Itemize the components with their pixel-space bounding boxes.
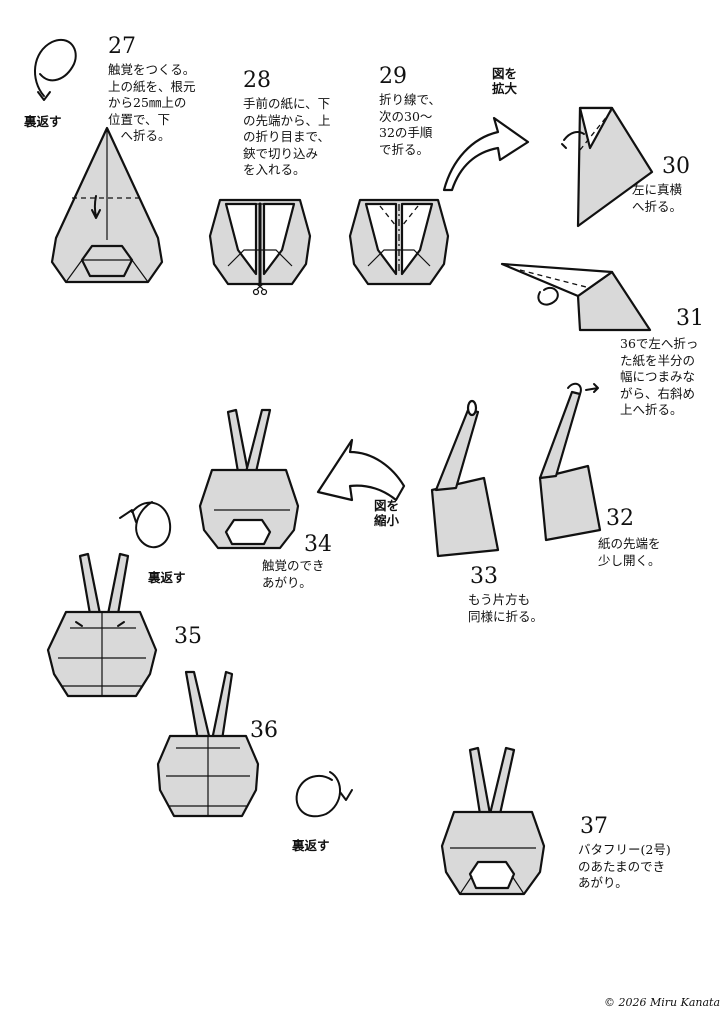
turn-over-label: 裏返す [148,570,186,585]
step-number: 32 [606,506,634,531]
step-number: 35 [174,624,202,649]
turn-over-label: 裏返す [24,114,62,129]
zoom-arrow-icon [316,438,406,502]
step30-figure [561,106,654,228]
step27-figure [50,126,164,284]
step-number: 31 [676,306,704,331]
step-instruction: バタフリー(2号) のあたまのでき あがり。 [578,842,671,890]
step35-figure [46,552,158,698]
step-instruction: 触覚をつくる。 上の紙を、根元 から25㎜上の 位置で、下 へ折る。 [108,62,196,143]
zoom-out-label: 図を 縮小 [374,498,400,528]
step-number: 34 [304,532,332,557]
turn-over-icon [119,501,172,549]
turn-over-label: 裏返す [292,838,330,853]
step-number: 37 [580,814,608,839]
zoom-in-label: 図を 拡大 [492,66,518,96]
turn-over-icon [33,39,77,101]
step-instruction: 折り線で、 次の30～ 32の手順 で折る。 [379,92,442,157]
copyright: © 2026 Miru Kanata [604,996,721,1009]
scissors-icon [252,283,268,296]
step29-figure [348,198,450,286]
step31-figure [500,262,652,332]
step37-figure [440,746,546,896]
step-number: 30 [662,154,690,179]
step-number: 33 [470,564,498,589]
step36-figure [156,670,260,818]
step-number: 27 [108,34,136,59]
step-instruction: 左に真横 へ折る。 [632,182,683,214]
step28-figure [208,198,312,296]
step32-figure [538,382,602,542]
step33-figure [430,399,500,558]
step-number: 29 [379,64,407,89]
turn-over-icon [295,771,353,818]
zoom-arrow-icon [442,116,530,192]
step-instruction: 触覚のでき あがり。 [262,558,325,590]
step-number: 28 [243,68,271,93]
step-instruction: もう片方も 同様に折る。 [468,592,544,624]
step-instruction: 36で左へ折っ た紙を半分の 幅につまみな がら、右斜め 上へ折る。 [620,336,699,417]
step-instruction: 紙の先端を 少し開く。 [598,536,661,568]
step-instruction: 手前の紙に、下 の先端から、上 の折り目まで、 鋏で切り込み を入れる。 [243,96,331,177]
step-number: 36 [250,718,278,743]
step34-figure [198,408,300,550]
